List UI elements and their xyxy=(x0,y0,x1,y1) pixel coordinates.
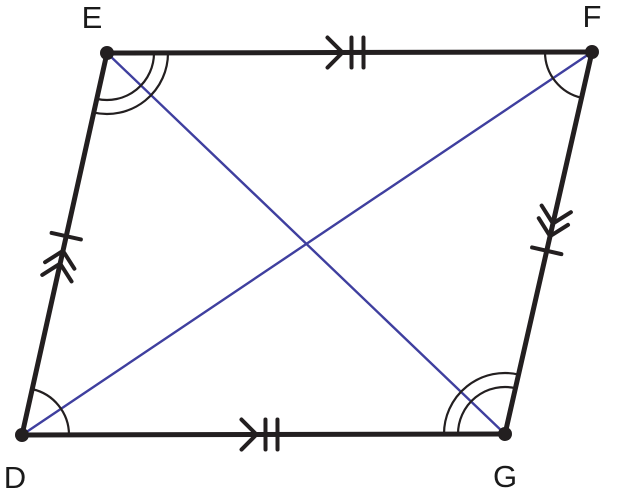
vertex-dots-group xyxy=(15,45,599,442)
angle-arc xyxy=(442,371,519,435)
angle-arc xyxy=(456,385,516,435)
angle-arc-E xyxy=(93,52,170,116)
edge-FG xyxy=(502,49,595,437)
tick-mark xyxy=(49,230,83,242)
vertex-dot-G xyxy=(498,427,512,441)
vertex-dot-E xyxy=(100,46,114,60)
arrow-mark xyxy=(239,417,259,452)
arrow-mark xyxy=(40,261,74,284)
angle-arc xyxy=(543,52,582,99)
vertex-dot-D xyxy=(15,428,29,442)
angle-arc-G xyxy=(442,371,519,435)
arrow-mark xyxy=(325,35,345,70)
tick-mark xyxy=(530,245,564,257)
angle-arc xyxy=(96,52,156,102)
vertex-label-F: F xyxy=(583,0,602,34)
diagonal-DF xyxy=(20,50,594,437)
arrow-mark xyxy=(539,203,573,226)
angle-arc-D xyxy=(31,388,71,435)
angle-arc xyxy=(93,52,170,116)
arrow-mark xyxy=(536,216,571,239)
edge-marks-FG xyxy=(530,203,573,257)
angle-arc xyxy=(31,388,71,435)
edge-DE xyxy=(19,50,110,438)
angle-arcs-group xyxy=(31,52,582,435)
edge-marks-DG xyxy=(239,417,280,452)
vertex-label-G: G xyxy=(493,459,517,494)
vertex-labels-group: E F G D xyxy=(4,0,602,495)
vertex-label-E: E xyxy=(82,0,103,35)
edge-marks-EF xyxy=(325,35,366,70)
edge-marks-DE xyxy=(40,230,83,284)
arrow-mark xyxy=(43,248,77,271)
vertex-dot-F xyxy=(585,45,599,59)
vertex-label-D: D xyxy=(4,460,26,495)
diagonals-group xyxy=(20,50,594,437)
edge-marks-group xyxy=(40,35,573,452)
angle-arc-F xyxy=(543,52,582,99)
